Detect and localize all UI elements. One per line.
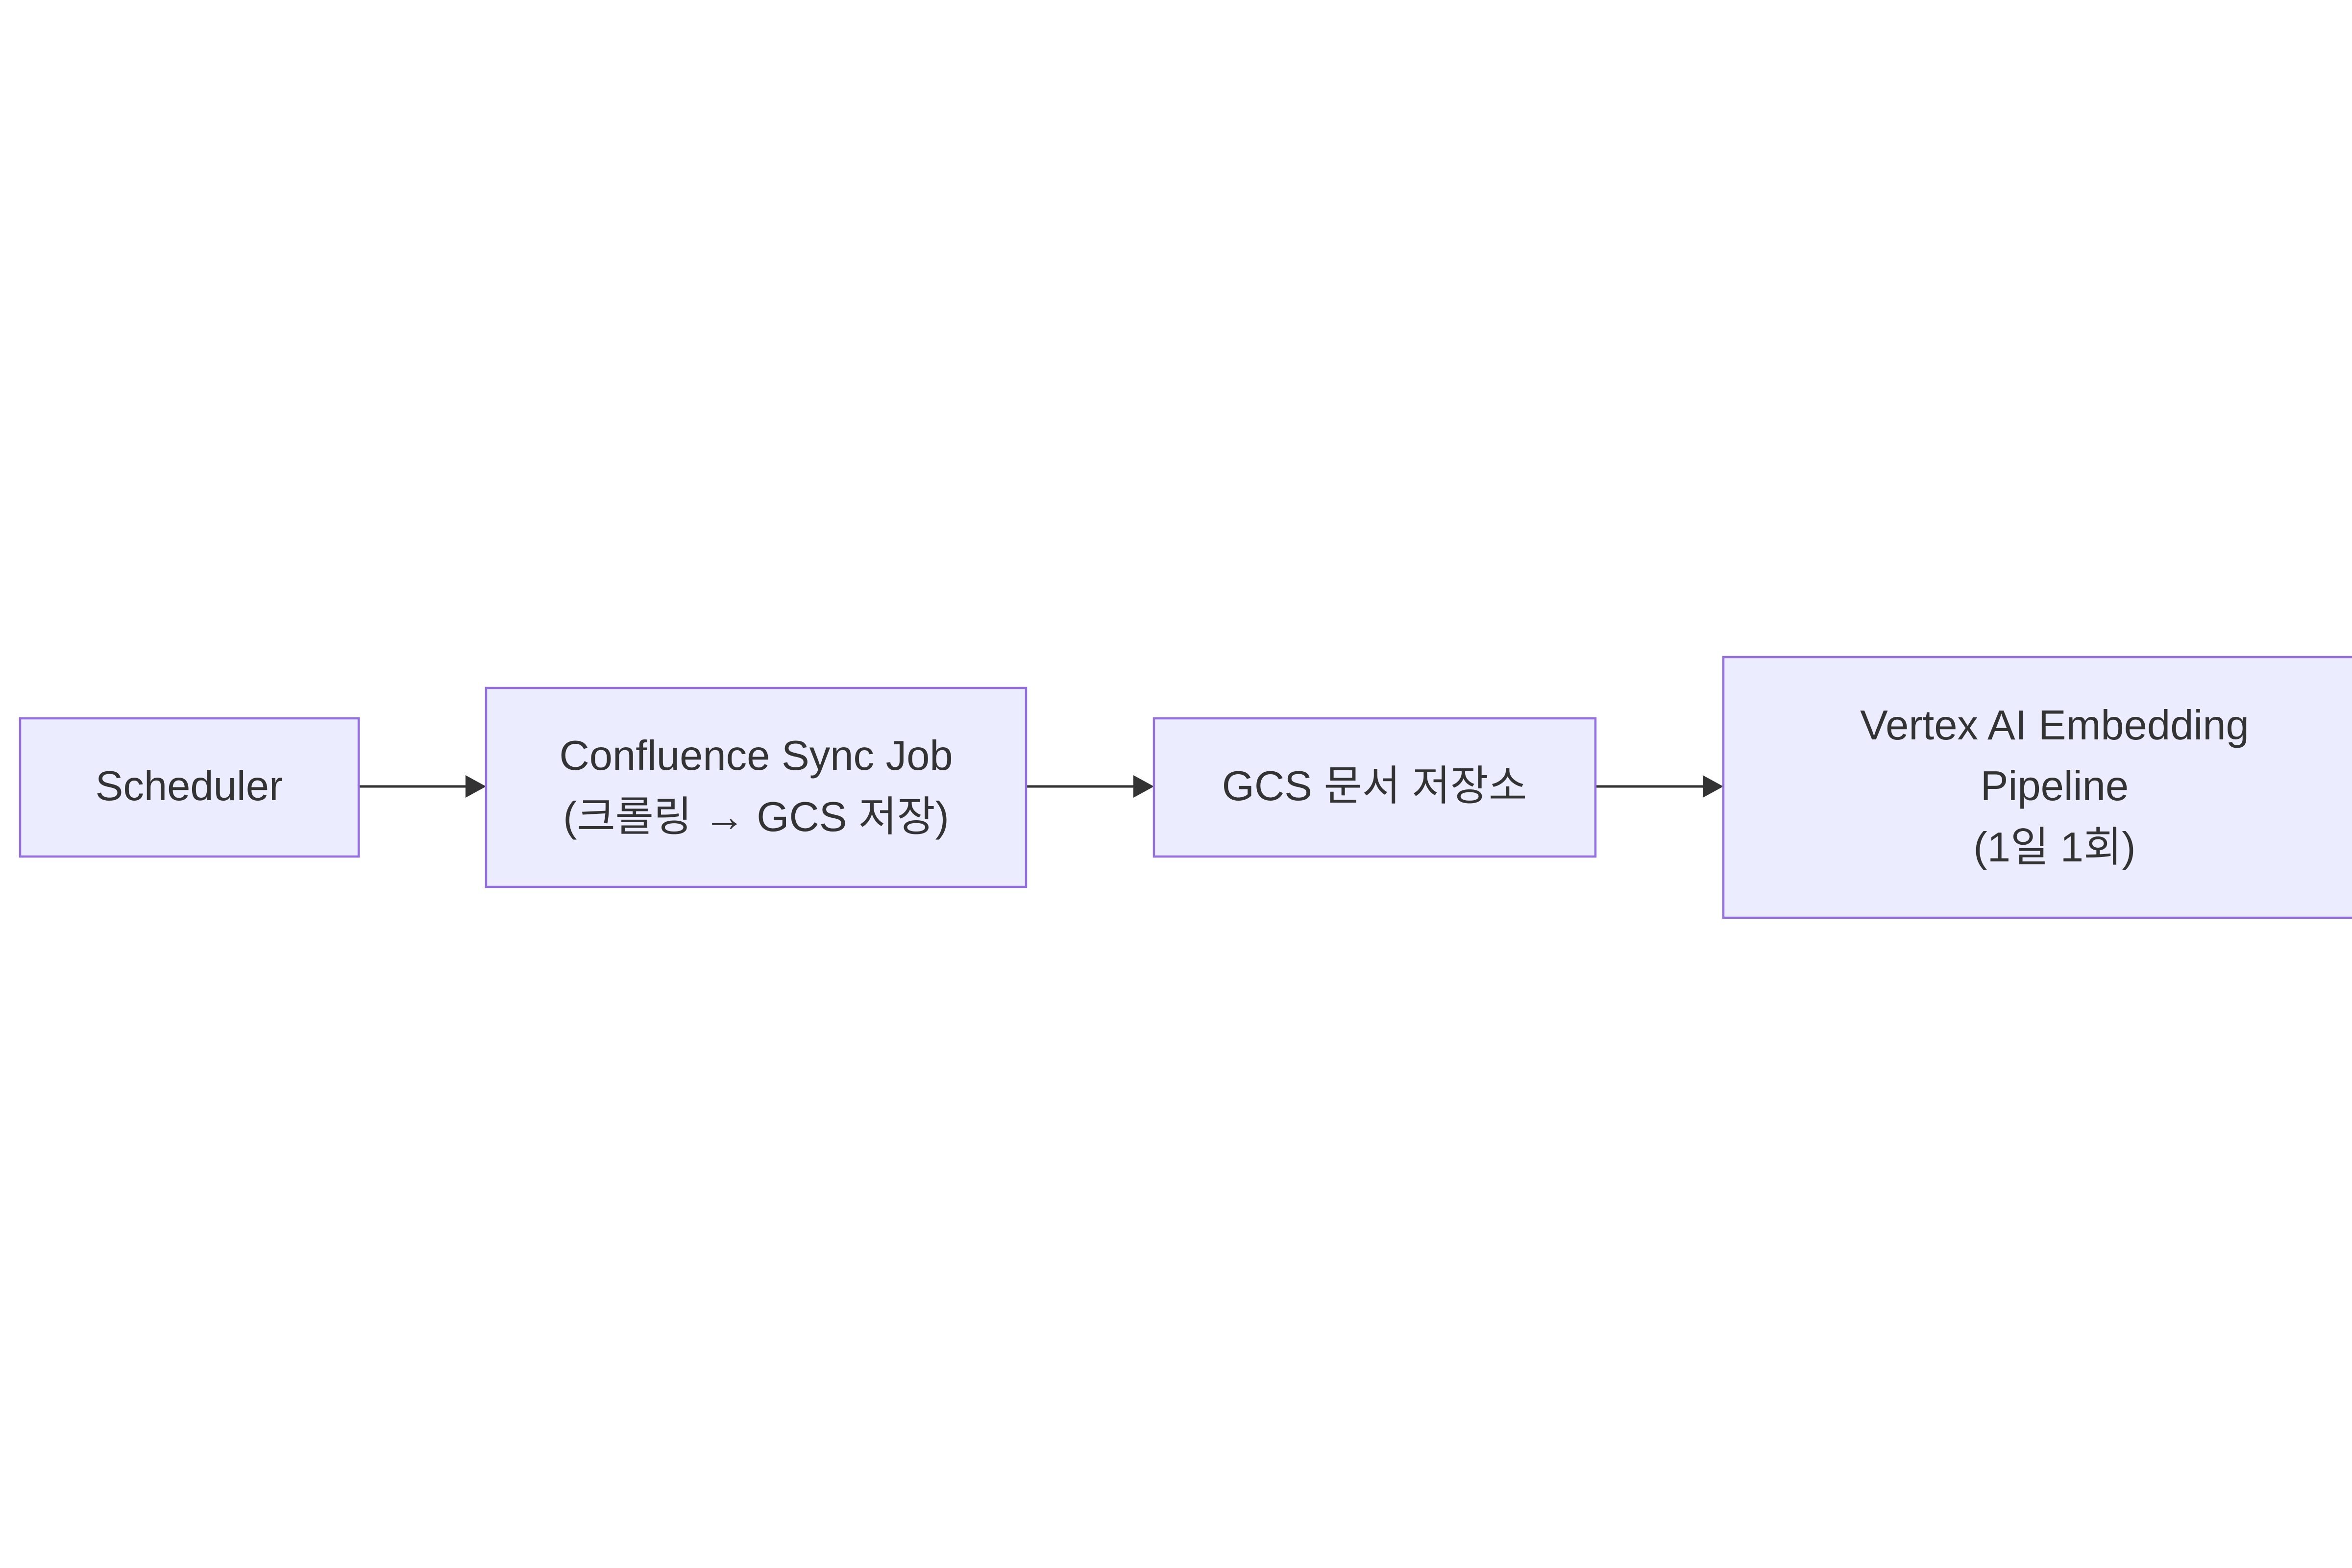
node-vertex-pipeline-label-line-2: Pipeline (1981, 763, 2129, 809)
node-confluence-sync-job-label-line-1: Confluence Sync Job (559, 733, 953, 779)
node-confluence-sync-job: Confluence Sync Job (크롤링 → GCS 저장) (485, 686, 1028, 888)
edge-sync-job-to-gcs-storage (1026, 775, 1154, 798)
node-vertex-pipeline: Vertex AI Embedding Pipeline (1일 1회) (1722, 656, 2352, 919)
arrowhead-icon (1703, 775, 1723, 798)
node-gcs-storage-label: GCS 문서 저장소 (1222, 763, 1527, 809)
node-gcs-storage: GCS 문서 저장소 (1152, 717, 1597, 858)
arrowhead-icon (1133, 775, 1154, 798)
node-scheduler-label: Scheduler (96, 763, 283, 809)
node-vertex-pipeline-label-line-1: Vertex AI Embedding (1860, 702, 2249, 749)
edge-scheduler-to-sync-job (359, 775, 486, 798)
node-confluence-sync-job-label-line-2: (크롤링 → GCS 저장) (563, 794, 949, 840)
node-scheduler: Scheduler (19, 717, 360, 858)
node-vertex-pipeline-label-line-3: (1일 1회) (1973, 824, 2135, 871)
arrowhead-icon (466, 775, 486, 798)
edge-gcs-storage-to-vertex-pipeline (1595, 775, 1723, 798)
